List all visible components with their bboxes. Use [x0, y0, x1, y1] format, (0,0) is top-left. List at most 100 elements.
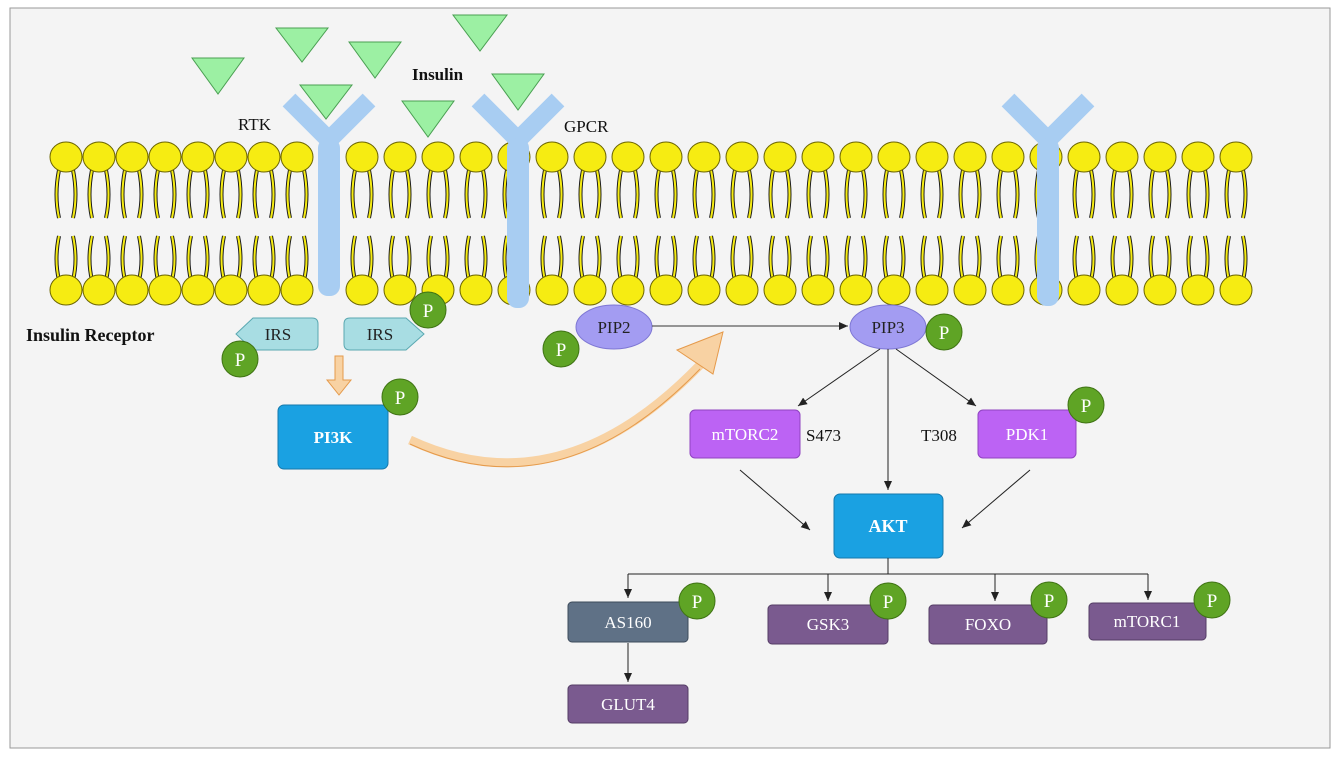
lipid-head	[725, 274, 759, 306]
phosphate-label: P	[1081, 396, 1092, 417]
lipid-head	[991, 141, 1025, 173]
lipid-head	[687, 141, 721, 173]
lipid-head	[687, 274, 721, 306]
foxo-node: FOXO	[928, 604, 1048, 645]
lipid-head	[214, 141, 248, 173]
phosphate-label: P	[1207, 591, 1218, 612]
lipid-head	[1105, 141, 1139, 173]
lipid-head	[383, 141, 417, 173]
lipid-head	[1181, 141, 1215, 173]
lipid-head	[573, 141, 607, 173]
lipid-head	[763, 141, 797, 173]
phosphate-label: P	[423, 301, 434, 322]
lipid-head	[839, 141, 873, 173]
lipid-head	[953, 274, 987, 306]
pdk1-node: PDK1	[977, 409, 1077, 459]
lipid-head	[1219, 141, 1253, 173]
lipid-head	[877, 141, 911, 173]
phosphate-label: P	[883, 592, 894, 613]
insulin-molecule	[274, 27, 330, 63]
insulin-molecules	[191, 14, 545, 138]
akt-branch-lines	[624, 558, 1152, 682]
pip2-label: PIP2	[597, 318, 630, 337]
lipid-head	[611, 274, 645, 306]
lipid-head	[280, 274, 314, 306]
s473-label: S473	[806, 426, 841, 445]
lipid-head	[214, 274, 248, 306]
irs-left-phosphate-badge: P	[221, 340, 259, 378]
lipid-head	[763, 274, 797, 306]
foxo-phosphate-badge: P	[1030, 581, 1068, 619]
lipid-head	[345, 141, 379, 173]
phosphate-label: P	[395, 388, 406, 409]
lipid-head	[573, 274, 607, 306]
lipid-head	[915, 274, 949, 306]
lipid-head	[280, 141, 314, 173]
mtorc2-label: mTORC2	[712, 425, 779, 444]
mtorc2-node: mTORC2	[689, 409, 801, 459]
insulin-molecule	[452, 14, 508, 52]
unlabeled-receptor	[1001, 93, 1095, 306]
akt-node: AKT	[833, 493, 944, 559]
irs-to-pi3k-arrow	[325, 355, 353, 396]
gsk3-label: GSK3	[807, 615, 850, 634]
pi3k-phosphate-badge: P	[381, 378, 419, 416]
lipid-head	[247, 141, 281, 173]
phosphate-label: P	[556, 340, 567, 361]
lipid-head	[535, 141, 569, 173]
irs-left-label: IRS	[265, 325, 291, 344]
pip3-to-pdk1-arrow	[895, 348, 977, 407]
insulin-molecule	[298, 84, 354, 120]
lipid-head	[181, 141, 215, 173]
phosphate-label: P	[939, 323, 950, 344]
lipid-head	[1143, 274, 1177, 306]
pip3-phosphate-badge: P	[925, 313, 963, 351]
irs-right-phosphate-badge: P	[409, 291, 447, 329]
lipid-head	[49, 141, 83, 173]
lipid-head	[1105, 274, 1139, 306]
phosphate-label: P	[235, 350, 246, 371]
lipid-head	[1143, 141, 1177, 173]
pdk1-phosphate-badge: P	[1067, 386, 1105, 424]
pdk1-label: PDK1	[1006, 425, 1049, 444]
lipid-head	[725, 141, 759, 173]
gsk3-node: GSK3	[767, 604, 889, 645]
mtorc1-node: mTORC1	[1088, 602, 1207, 641]
lipid-head	[49, 274, 83, 306]
gsk3-phosphate-badge: P	[869, 582, 907, 620]
lipid-head	[181, 274, 215, 306]
gpcr-label: GPCR	[564, 117, 609, 136]
phosphate-label: P	[692, 592, 703, 613]
lipid-head	[535, 274, 569, 306]
gpcr-receptor	[471, 93, 565, 308]
lipid-head	[82, 274, 116, 306]
lipid-head	[115, 141, 149, 173]
pip3-label: PIP3	[871, 318, 904, 337]
lipid-head	[915, 141, 949, 173]
mtorc1-label: mTORC1	[1114, 612, 1181, 631]
lipid-head	[82, 141, 116, 173]
lipid-head	[345, 274, 379, 306]
lipid-head	[801, 274, 835, 306]
irs-right-label: IRS	[367, 325, 393, 344]
lipid-head	[801, 141, 835, 173]
t308-label: T308	[921, 426, 957, 445]
insulin-molecule	[491, 73, 545, 111]
as160-phosphate-badge: P	[678, 582, 716, 620]
insulin-label: Insulin	[412, 65, 464, 84]
insulin-receptor-label: Insulin Receptor	[26, 325, 155, 345]
pdk1-to-akt-arrow	[961, 469, 1031, 529]
lipid-head	[991, 274, 1025, 306]
foxo-label: FOXO	[965, 615, 1011, 634]
lipid-head	[421, 141, 455, 173]
lipid-head	[1219, 274, 1253, 306]
lipid-head	[953, 141, 987, 173]
mtorc1-phosphate-badge: P	[1193, 581, 1231, 619]
phosphate-label: P	[1044, 591, 1055, 612]
lipid-head	[839, 274, 873, 306]
lipid-head	[247, 274, 281, 306]
lipid-head	[148, 274, 182, 306]
irs-right-node: IRS	[343, 317, 425, 351]
